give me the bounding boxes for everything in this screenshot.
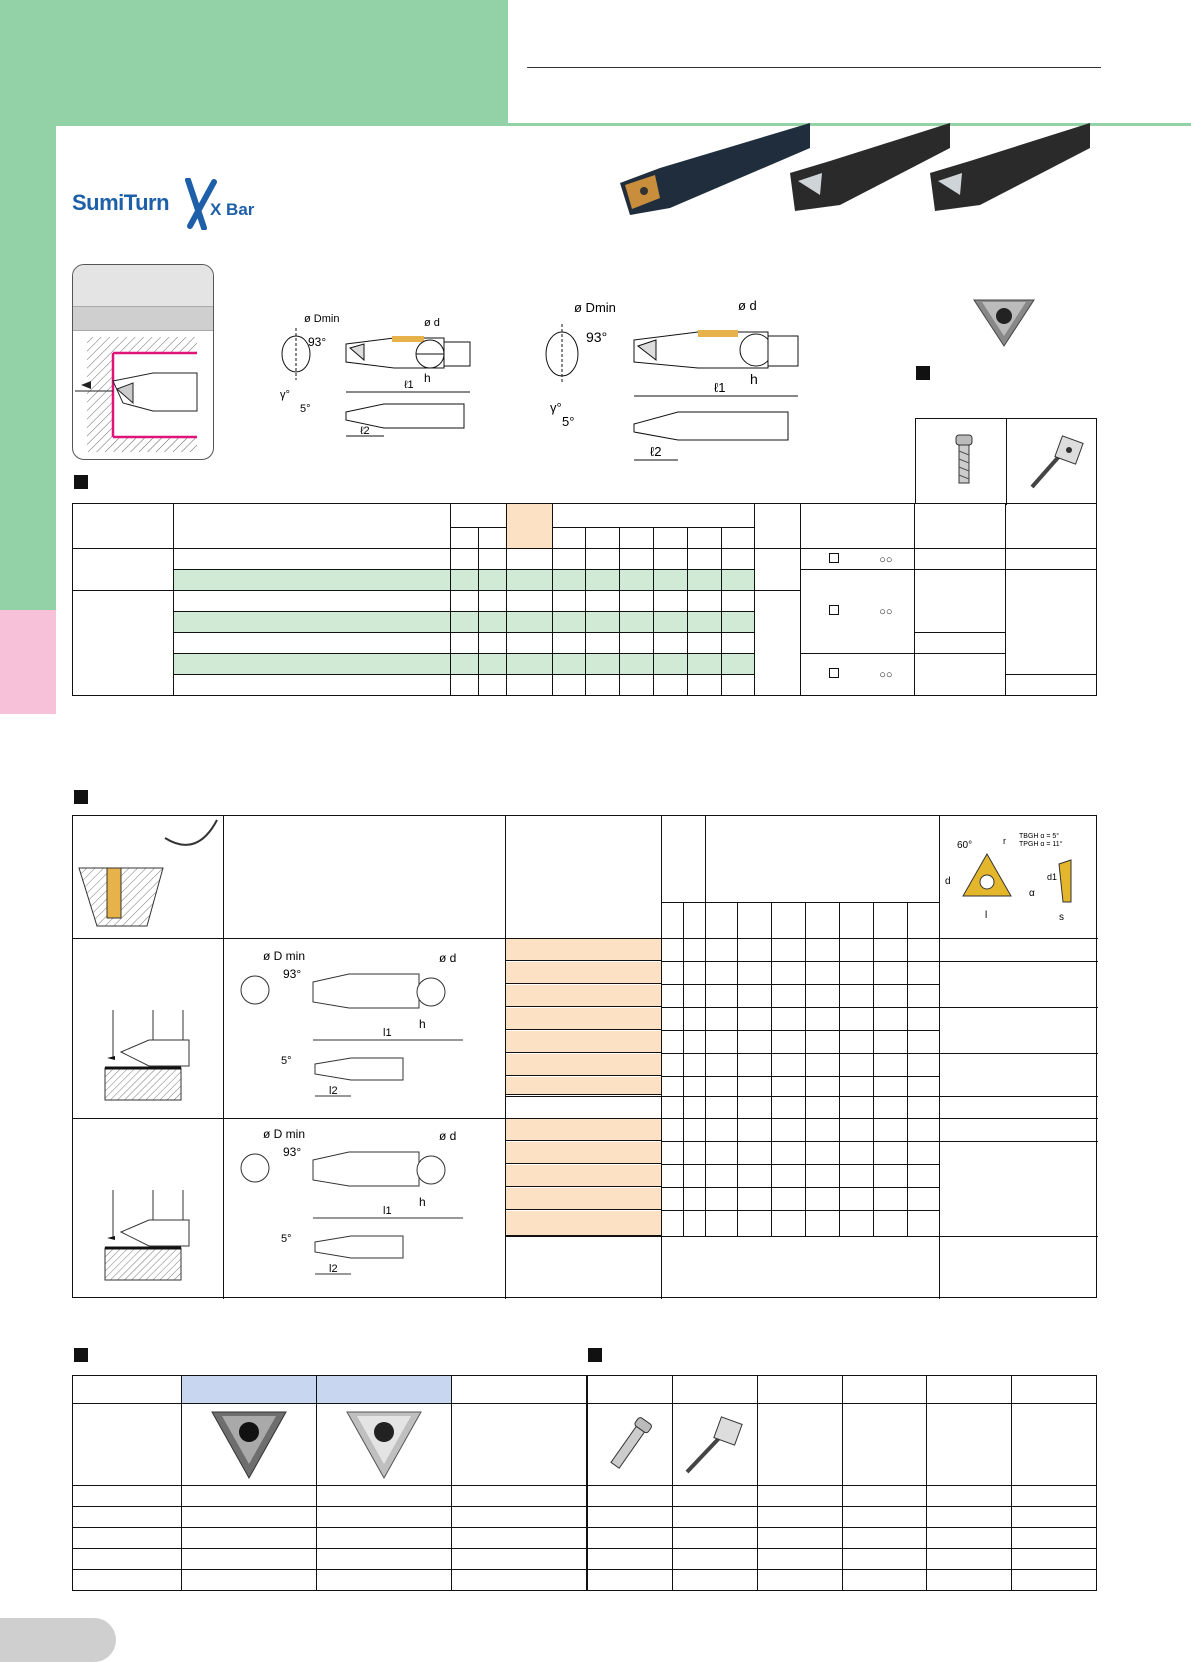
grade-table: [72, 1375, 588, 1591]
svg-text:h: h: [424, 371, 431, 385]
page-number-tab: [0, 1618, 116, 1662]
svg-text:ø D min: ø D min: [263, 949, 305, 963]
section-square-icon: [74, 475, 88, 489]
svg-text:l2: l2: [329, 1085, 338, 1097]
svg-text:s: s: [1059, 912, 1064, 923]
screw-icon: [610, 1417, 652, 1469]
svg-text:h: h: [419, 1195, 426, 1209]
svg-text:γ°: γ°: [550, 400, 562, 415]
svg-text:r: r: [1003, 836, 1006, 846]
insert-image-dark: [210, 1411, 287, 1480]
svg-text:93°: 93°: [308, 335, 326, 349]
screw-icon: [955, 434, 973, 484]
insert-spec-table: 60° r d l TBGH α = 5° TPGH α = 11° d1 α …: [72, 815, 1098, 1299]
boring-bar-image-3: [930, 123, 1090, 211]
parts-box: [915, 418, 1097, 505]
bar-drawing-section-1: ø D min 93° ø d h l1 5° l2: [240, 949, 463, 1097]
svg-text:5°: 5°: [281, 1233, 292, 1245]
svg-text:93°: 93°: [586, 329, 607, 345]
side-tab-pink: [0, 610, 56, 714]
internal-boring-icon: [75, 337, 198, 452]
label-dmin: ø Dmin: [304, 313, 339, 325]
application-icon-2: [104, 1190, 190, 1281]
application-icon-1: [104, 1010, 190, 1101]
boring-bar-image-1: [620, 123, 810, 215]
svg-text:ø d: ø d: [424, 317, 440, 329]
svg-text:TBGH α = 5°: TBGH α = 5°: [1019, 832, 1059, 840]
svg-text:h: h: [750, 371, 758, 387]
wrench-icon: [1030, 435, 1084, 489]
svg-text:ø d: ø d: [439, 951, 456, 965]
insert-dimension-diagram: 60° r d l TBGH α = 5° TPGH α = 11° d1 α …: [945, 832, 1072, 923]
svg-text:ℓ1: ℓ1: [714, 380, 725, 395]
triangle-insert-icon: [973, 299, 1035, 347]
bar-drawing-large: ø Dmin 93° γ° ø d h ℓ1 5° ℓ2: [545, 298, 799, 461]
parts-table: [587, 1375, 1097, 1591]
svg-text:93°: 93°: [283, 967, 301, 981]
svg-text:d1: d1: [1047, 872, 1057, 882]
logo-x-mark: [185, 178, 217, 230]
svg-text:TPGH α = 11°: TPGH α = 11°: [1019, 840, 1063, 848]
section-square-icon: [916, 366, 930, 380]
svg-text:l1: l1: [383, 1205, 392, 1217]
svg-text:ø d: ø d: [439, 1129, 456, 1143]
bar-drawing-small: ø Dmin 93° γ° ø d h ℓ1 5° ℓ2: [280, 313, 471, 437]
svg-text:γ°: γ°: [280, 389, 290, 401]
svg-text:93°: 93°: [283, 1145, 301, 1159]
svg-text:l1: l1: [383, 1027, 392, 1039]
svg-text:60°: 60°: [957, 840, 972, 851]
svg-text:5°: 5°: [300, 403, 311, 415]
insert-image-light: [345, 1411, 422, 1480]
logo-brand: SumiTurn: [72, 190, 170, 215]
section-square-icon: [588, 1348, 602, 1362]
bar-drawing-section-2: ø D min 93° ø d h l1 5° l2: [240, 1127, 463, 1275]
svg-text:ℓ2: ℓ2: [650, 444, 661, 459]
svg-text:ø Dmin: ø Dmin: [574, 300, 616, 315]
sumiturn-logo: SumiTurn X Bar: [72, 178, 302, 238]
svg-text:ø d: ø d: [738, 298, 757, 313]
svg-text:ℓ1: ℓ1: [404, 379, 414, 391]
section-square-icon: [74, 1348, 88, 1362]
svg-text:α: α: [1029, 888, 1035, 899]
header-rule: [527, 67, 1101, 68]
application-icon-box: [72, 264, 214, 460]
boring-bar-image-2: [790, 123, 950, 211]
header-bottom-rule: [56, 123, 1191, 126]
bar-spec-table: ○○ ○○ ○○: [71, 503, 1097, 696]
svg-text:h: h: [419, 1017, 426, 1031]
section-square-icon: [74, 790, 88, 804]
side-tab-green: [0, 125, 56, 610]
svg-text:ℓ2: ℓ2: [360, 425, 370, 437]
svg-text:ø D min: ø D min: [263, 1127, 305, 1141]
header-band: [0, 0, 508, 125]
svg-text:l: l: [985, 910, 987, 921]
insert-seat-icon: [78, 819, 218, 927]
wrench-icon: [685, 1416, 743, 1474]
logo-product: X Bar: [210, 200, 255, 219]
svg-text:5°: 5°: [281, 1055, 292, 1067]
svg-text:l2: l2: [329, 1263, 338, 1275]
svg-text:5°: 5°: [562, 414, 574, 429]
svg-text:d: d: [945, 876, 951, 887]
